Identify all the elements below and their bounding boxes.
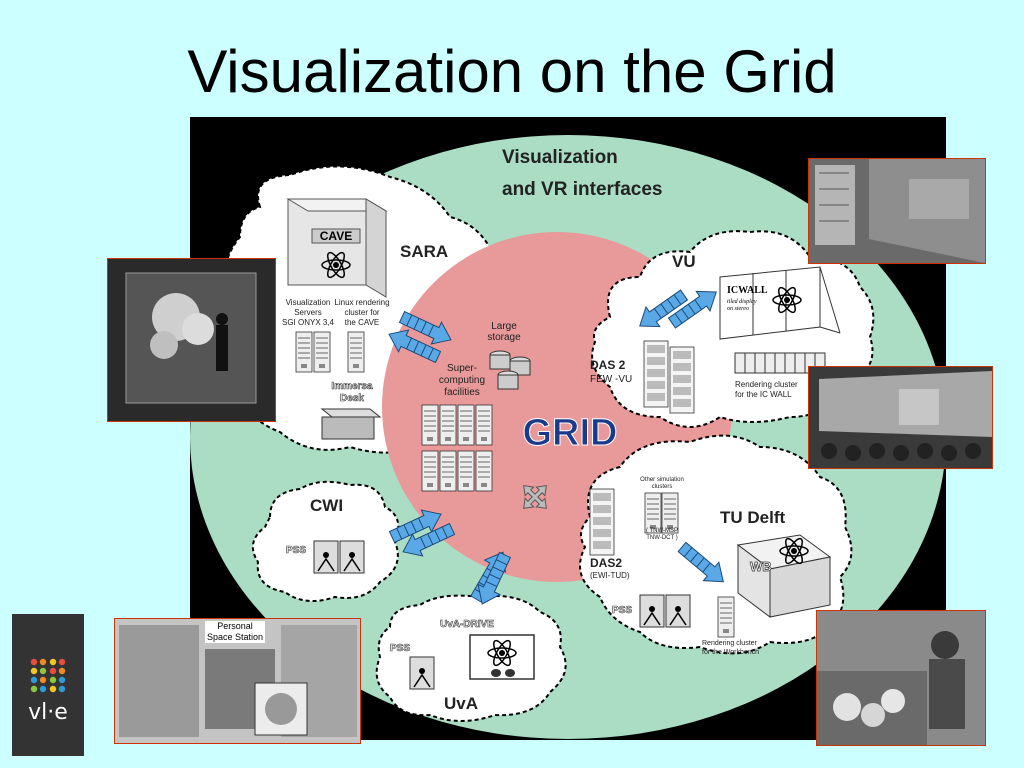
uva-drive-screen [469, 634, 535, 680]
pss-caption-line1: Personal [217, 621, 253, 631]
vu-render-label-2: for the IC WALL [735, 390, 792, 399]
photo-vu-icwall [808, 158, 986, 264]
servers-label-2: Servers [294, 308, 322, 317]
vu-das-label: DAS 2 [590, 358, 626, 372]
uva-drive-label: UvA-DRIVE [440, 619, 494, 630]
sara-label: SARA [400, 242, 448, 261]
sara-servers [295, 331, 365, 373]
servers-label-3: SGI ONYX 3,4 [282, 318, 335, 327]
other-sim-label-2: clusters [652, 484, 673, 490]
vle-logo-text: vl·e [28, 700, 68, 725]
grid-label: GRID [523, 412, 618, 454]
icwall-sub-1: tiled display [727, 299, 757, 305]
tud-render-label-2: for the Workbench [702, 649, 759, 656]
servers-label-1: Visualization [286, 298, 331, 307]
tud-render-cluster [717, 596, 735, 638]
vu-das-sub: FEW -VU [590, 374, 632, 385]
photo-icwall-audience [808, 366, 993, 469]
cave-cube: CAVE [286, 198, 388, 298]
storage-drums [489, 350, 531, 390]
cave-label: CAVE [320, 229, 352, 243]
icwall-label: ICWALL [727, 285, 768, 296]
photo-cave [107, 258, 276, 422]
other-sim-label-1: Other simulation [640, 477, 684, 483]
icwall-display [719, 266, 841, 340]
super-label-2: computing [439, 375, 485, 386]
workbench [736, 534, 832, 618]
tud-das-label: DAS2 [590, 556, 622, 570]
vu-render-cluster [734, 352, 826, 374]
uva-pss-icon [409, 656, 435, 690]
uva-label: UvA [444, 694, 478, 713]
immersa-label-2: Desk [340, 393, 364, 404]
photo-workbench [816, 610, 986, 746]
cwi-label: CWI [310, 496, 343, 515]
linux-label-3: the CAVE [345, 318, 380, 327]
pss-caption: Personal Space Station [205, 621, 265, 643]
linux-label-1: Linux rendering [334, 298, 389, 307]
cwi-pss-label: PSS [286, 545, 306, 556]
vle-logo: vl·e [12, 614, 84, 756]
tnw-label-2: TNW-DCT ) [646, 535, 677, 541]
photo-personal-space-station: Personal Space Station [114, 618, 361, 744]
immersa-label-1: Immersa [331, 381, 373, 392]
tud-das-sub: (EWI-TUD) [590, 571, 630, 580]
large-storage-label-1: Large [491, 321, 517, 332]
super-label-3: facilities [444, 387, 480, 398]
wb-label: WB [750, 559, 772, 574]
tud-das-racks [589, 488, 615, 556]
large-storage-label-2: storage [487, 332, 521, 343]
tudelft-label: TU Delft [720, 508, 786, 527]
tud-pss-label: PSS [612, 605, 632, 616]
tnw-label-1: ( TNW-MSP [646, 528, 678, 534]
icwall-sub-2: on stereo [727, 306, 749, 312]
tud-render-label-1: Rendering cluster [702, 640, 758, 647]
immersadesk [320, 408, 382, 440]
super-label-1: Super- [447, 363, 477, 374]
diagram-heading-line1: Visualization [502, 147, 618, 168]
diagram-heading-line2: and VR interfaces [502, 179, 663, 200]
grid-cross-arrows [523, 485, 547, 509]
vu-render-label-1: Rendering cluster [735, 380, 798, 389]
linux-label-2: cluster for [344, 308, 379, 317]
slide-title: Visualization on the Grid [187, 38, 837, 105]
pss-caption-line2: Space Station [206, 632, 264, 642]
uva-pss-label: PSS [390, 643, 410, 654]
vle-logo-mark [30, 658, 66, 693]
vu-label: VU [672, 252, 696, 271]
